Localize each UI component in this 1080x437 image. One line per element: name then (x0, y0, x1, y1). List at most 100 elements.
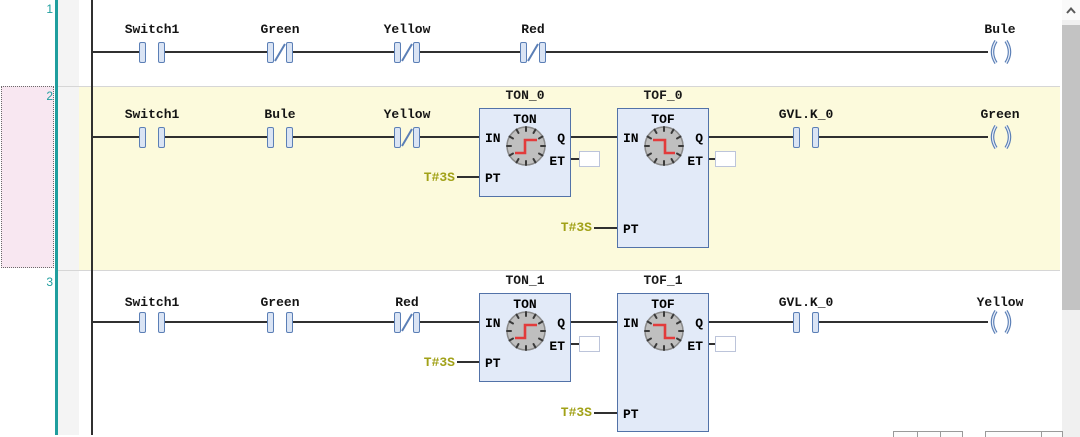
block-instance-name[interactable]: TON_1 (505, 273, 545, 288)
block-type-label: TOF (651, 297, 675, 312)
wire (594, 412, 617, 414)
block-instance-name[interactable]: TON_0 (505, 88, 545, 103)
contact-label: Bule (264, 107, 296, 122)
et-output-box[interactable] (579, 336, 600, 352)
rung-1-number[interactable]: 1 (46, 2, 53, 16)
contact-bar (394, 127, 401, 148)
coil-green[interactable] (986, 123, 1016, 151)
wire (709, 158, 715, 160)
rung-2-number[interactable]: 2 (46, 89, 53, 103)
contact-label: Switch1 (124, 107, 180, 122)
contact-nc-yellow[interactable] (394, 42, 420, 63)
timer-block-ton-1[interactable]: TON IN Q ET PT (479, 293, 571, 382)
contact-bar (267, 312, 274, 333)
block-type-label: TOF (651, 112, 675, 127)
tof-clock-icon (644, 311, 684, 351)
block-type-label: TON (513, 297, 537, 312)
contact-bar (413, 127, 420, 148)
block-instance-name[interactable]: TOF_1 (643, 273, 683, 288)
pin-et: ET (549, 154, 565, 169)
contact-nc-yellow[interactable] (394, 127, 420, 148)
pin-et: ET (687, 154, 703, 169)
coil-bule[interactable] (986, 38, 1016, 66)
contact-no-gvl-k0[interactable] (793, 312, 819, 333)
bottom-bar-fragment[interactable] (985, 431, 1063, 437)
wire (457, 176, 479, 178)
contact-no-green[interactable] (267, 312, 293, 333)
contact-bar (413, 42, 420, 63)
coil-label: Yellow (976, 295, 1024, 310)
timer-block-tof-1[interactable]: TOF IN Q ET PT (617, 293, 709, 432)
power-rail (91, 0, 93, 435)
bottom-bar-fragment[interactable] (893, 431, 963, 437)
timer-block-ton-0[interactable]: TON IN Q ET PT (479, 108, 571, 197)
contact-label: Switch1 (124, 22, 180, 37)
contact-bar (286, 312, 293, 333)
rung-3-number[interactable]: 3 (46, 275, 53, 289)
chevron-up-icon (1066, 6, 1076, 14)
wire (457, 361, 479, 363)
contact-bar (793, 312, 800, 333)
et-output-box[interactable] (715, 151, 736, 167)
timer-block-tof-0[interactable]: TOF IN Q ET PT (617, 108, 709, 248)
contact-bar (158, 312, 165, 333)
nc-slash-icon (401, 313, 413, 332)
rung-separator (58, 86, 1060, 87)
wire (709, 343, 715, 345)
pt-value-literal[interactable]: T#3S (423, 355, 455, 370)
contact-bar (158, 127, 165, 148)
contact-no-gvl-k0[interactable] (793, 127, 819, 148)
contact-bar (812, 312, 819, 333)
contact-label: GVL.K_0 (778, 295, 834, 310)
contact-no-switch1[interactable] (139, 42, 165, 63)
pt-value-literal[interactable]: T#3S (423, 170, 455, 185)
et-output-box[interactable] (579, 151, 600, 167)
contact-nc-red[interactable] (520, 42, 546, 63)
contact-bar (139, 312, 146, 333)
contact-label: Green (260, 295, 300, 310)
contact-label: Yellow (383, 107, 431, 122)
ton-clock-icon (506, 126, 546, 166)
contact-bar (158, 42, 165, 63)
pin-in: IN (623, 131, 639, 146)
pin-pt: PT (485, 356, 501, 371)
block-instance-name[interactable]: TOF_0 (643, 88, 683, 103)
wire (709, 136, 988, 138)
tof-clock-icon (644, 126, 684, 166)
pin-q: Q (695, 131, 703, 146)
contact-label: Switch1 (124, 295, 180, 310)
divider (1041, 432, 1042, 437)
contact-no-switch1[interactable] (139, 312, 165, 333)
nc-slash-icon (527, 43, 539, 62)
pin-et: ET (549, 339, 565, 354)
coil-yellow[interactable] (986, 308, 1016, 336)
wire (709, 321, 988, 323)
contact-bar (394, 42, 401, 63)
scrollbar-up-button[interactable] (1062, 0, 1080, 20)
et-output-box[interactable] (715, 336, 736, 352)
contact-nc-green[interactable] (267, 42, 293, 63)
contact-bar (413, 312, 420, 333)
pin-in: IN (623, 316, 639, 331)
nc-slash-icon (274, 43, 286, 62)
contact-label: Green (260, 22, 300, 37)
pt-value-literal[interactable]: T#3S (560, 220, 592, 235)
scrollbar-thumb[interactable] (1062, 25, 1080, 310)
contact-no-switch1[interactable] (139, 127, 165, 148)
rung-separator (58, 270, 1060, 271)
rung-2-selection-box[interactable] (1, 86, 54, 268)
pt-value-literal[interactable]: T#3S (560, 405, 592, 420)
contact-bar (286, 42, 293, 63)
pin-pt: PT (623, 407, 639, 422)
pin-pt: PT (485, 171, 501, 186)
pin-in: IN (485, 316, 501, 331)
block-type-label: TON (513, 112, 537, 127)
wire (571, 343, 579, 345)
wire (594, 227, 617, 229)
divider (940, 432, 941, 437)
contact-no-bule[interactable] (267, 127, 293, 148)
contact-nc-red[interactable] (394, 312, 420, 333)
pin-q: Q (557, 131, 565, 146)
contact-bar (394, 312, 401, 333)
